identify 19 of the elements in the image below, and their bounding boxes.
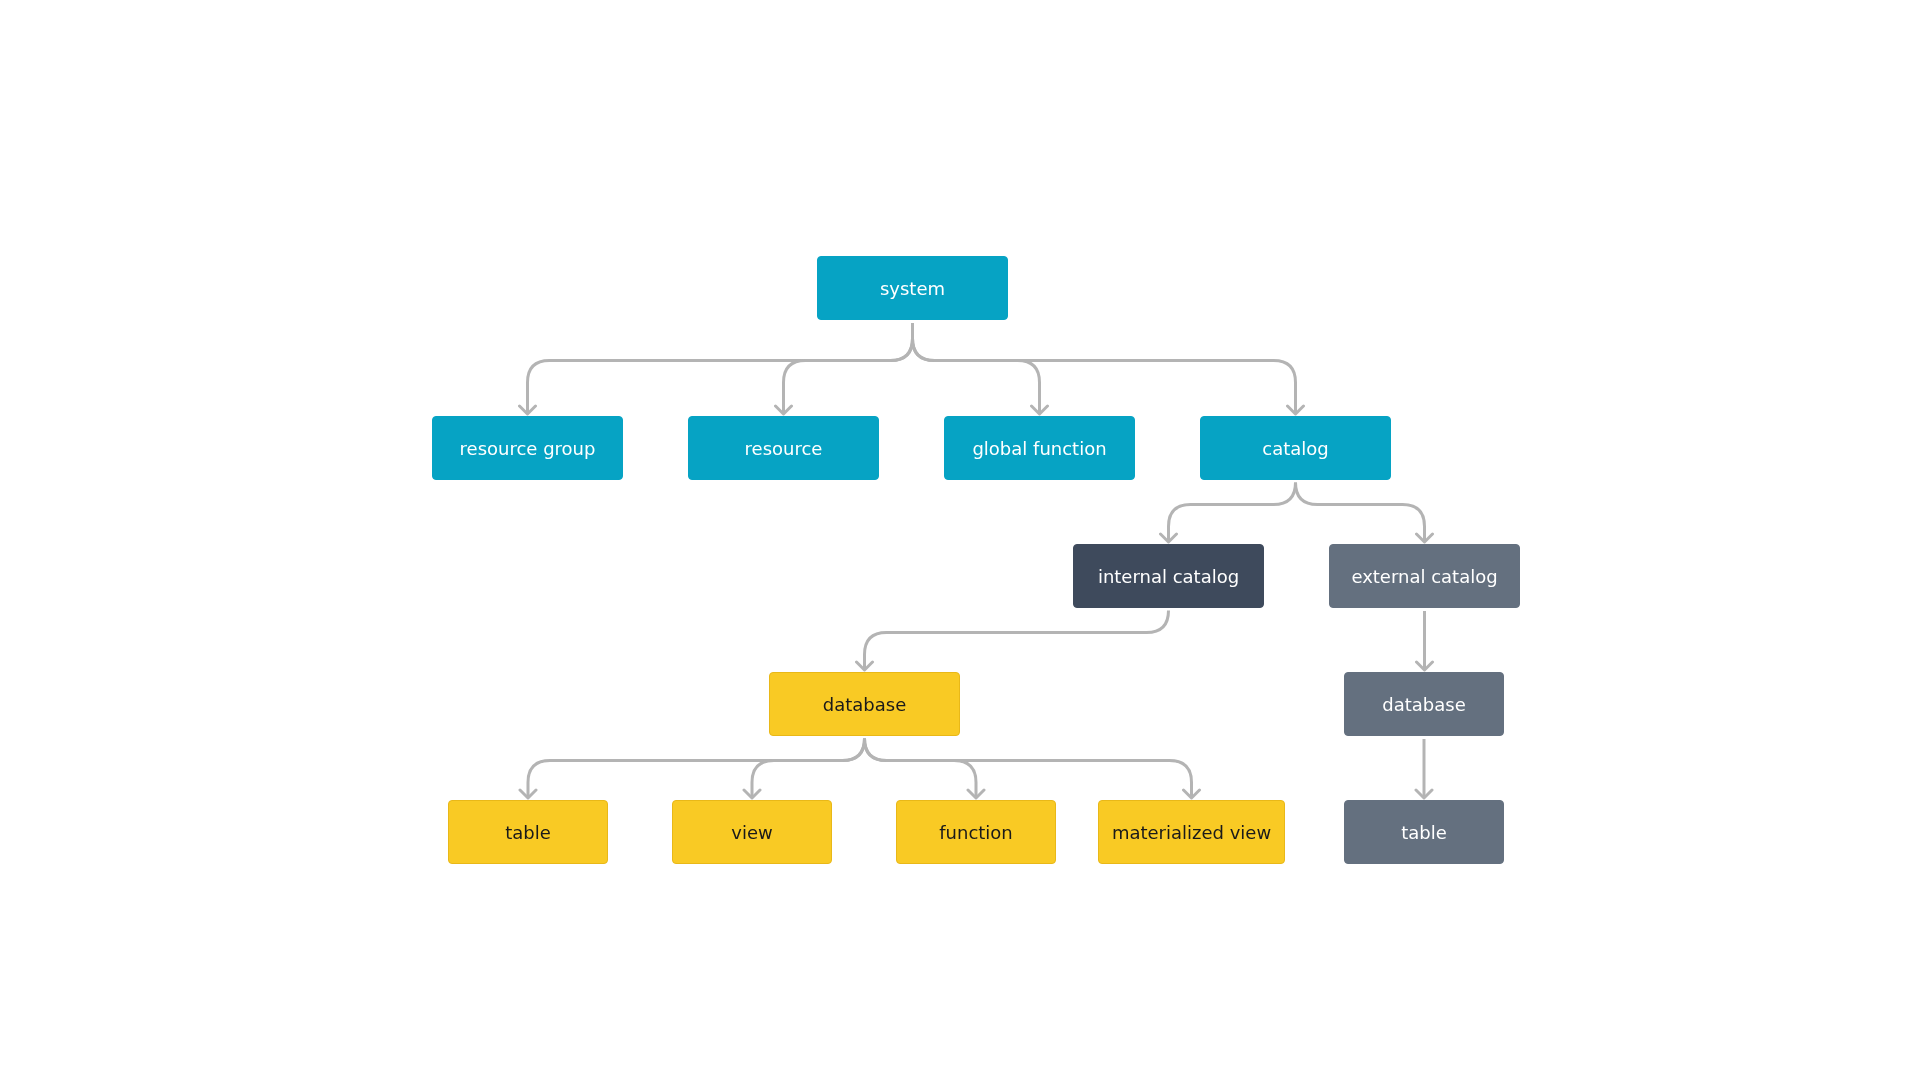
node-box: global function [944, 416, 1135, 480]
arrow [1415, 611, 1434, 672]
node-box: internal catalog [1073, 544, 1264, 608]
node-box: resource [688, 416, 879, 480]
arrow [911, 323, 1305, 416]
node-box: system [817, 256, 1008, 320]
node-box: database [769, 672, 960, 736]
node-box: table [1344, 800, 1504, 864]
node-box: resource group [432, 416, 623, 480]
arrow [863, 737, 1201, 800]
node-box: table [448, 800, 608, 864]
arrow [1294, 481, 1434, 544]
node-box: function [896, 800, 1056, 864]
node-box: materialized view [1098, 800, 1285, 864]
arrow [1414, 739, 1434, 800]
node-box: catalog [1200, 416, 1391, 480]
node-box: database [1344, 672, 1504, 736]
node-box: view [672, 800, 832, 864]
node-box: external catalog [1329, 544, 1520, 608]
